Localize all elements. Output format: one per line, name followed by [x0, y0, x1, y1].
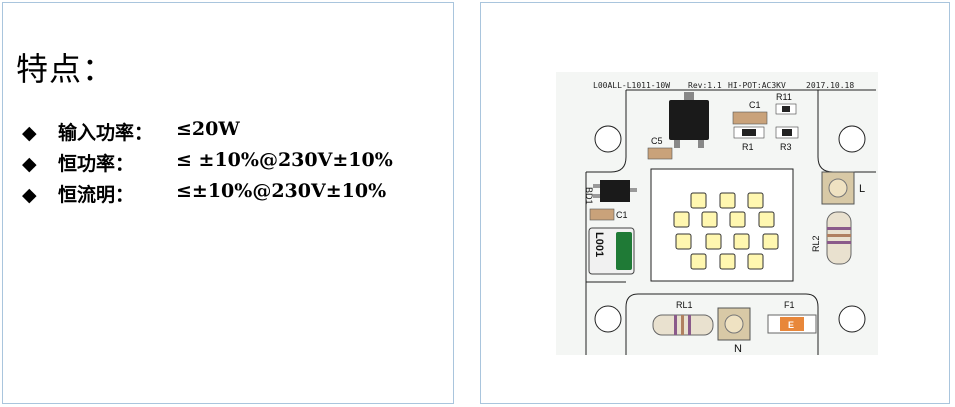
- label-rl1: RL1: [676, 300, 693, 310]
- feature-value: ≤±10%@230V±10%: [176, 180, 387, 202]
- mount-hole-top-right: [838, 125, 866, 153]
- label-f1: F1: [784, 300, 795, 310]
- capacitor-c1-left: [589, 208, 615, 221]
- bridge-rectifier-bd1: [600, 180, 630, 202]
- label-r1: R1: [742, 142, 754, 152]
- label-r3: R3: [780, 142, 792, 152]
- diamond-bullet-icon: ◆: [22, 122, 37, 144]
- feature-item-input-power: ◆ 输入功率： ≤20W: [22, 118, 240, 145]
- label-c1-top: C1: [749, 100, 761, 110]
- label-n-connector: N: [734, 343, 742, 355]
- diamond-bullet-icon: ◆: [22, 153, 37, 175]
- feature-item-constant-power: ◆ 恒功率： ≤ ±10%@230V±10%: [22, 149, 393, 176]
- led-array: [673, 192, 779, 270]
- terminal-l: [821, 171, 855, 205]
- label-r11: R11: [776, 92, 792, 102]
- label-l001: L001: [593, 232, 605, 257]
- pcb-date-text: 2017.10.18: [806, 81, 854, 90]
- resistor-rl2: [826, 211, 852, 265]
- driver-ic: [669, 100, 709, 140]
- label-fuse-mark: E: [788, 320, 794, 330]
- pcb-rev-text: Rev:1.1: [688, 81, 722, 90]
- feature-value: ≤ ±10%@230V±10%: [176, 149, 393, 171]
- pcb-model-text: L00ALL-L1011-10W: [593, 81, 670, 90]
- features-title: 特点：: [16, 50, 116, 88]
- led-pcb-board-image: L00ALL-L1011-10W Rev:1.1 HI-POT:AC3KV 20…: [556, 72, 878, 355]
- label-l-connector: L: [859, 183, 865, 195]
- feature-value: ≤20W: [176, 118, 240, 140]
- capacitor-c5: [647, 147, 673, 160]
- feature-name: 恒流明：: [58, 184, 135, 206]
- feature-item-constant-lumen: ◆ 恒流明： ≤±10%@230V±10%: [22, 180, 386, 207]
- label-c1-left: C1: [616, 210, 628, 220]
- feature-name: 输入功率：: [58, 122, 154, 144]
- feature-name: 恒功率：: [58, 153, 135, 175]
- label-bd1: BD1: [584, 187, 594, 205]
- mount-hole-bottom-right: [838, 305, 866, 333]
- features-panel: [2, 2, 454, 404]
- mount-hole-bottom-left: [594, 305, 622, 333]
- diamond-bullet-icon: ◆: [22, 184, 37, 206]
- label-rl2: RL2: [811, 235, 821, 252]
- mount-hole-top-left: [594, 125, 622, 153]
- pcb-hipot-text: HI-POT:AC3KV: [728, 81, 786, 90]
- label-c5: C5: [651, 136, 663, 146]
- capacitor-c1: [732, 111, 768, 125]
